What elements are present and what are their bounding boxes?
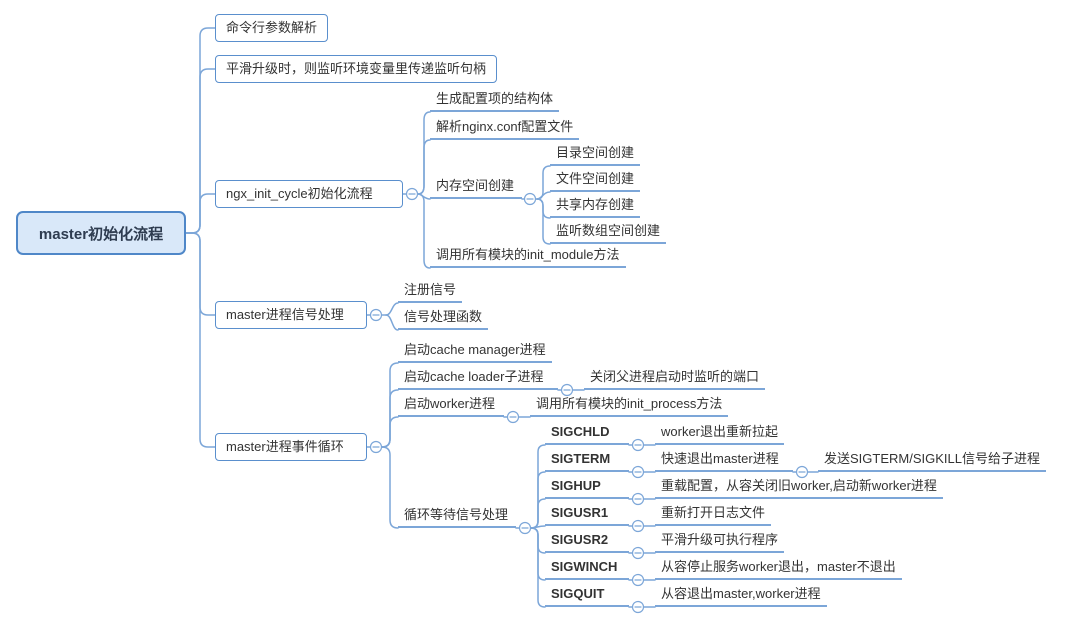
collapse-toggle-icon[interactable] [523, 192, 537, 206]
node-init-module[interactable]: 调用所有模块的init_module方法 [430, 246, 626, 268]
node-sighup-action[interactable]: 重载配置，从容关闭旧worker,启动新worker进程 [655, 477, 943, 499]
node-master-event-loop[interactable]: master进程事件循环 [215, 433, 367, 461]
node-sigchld[interactable]: SIGCHLD [545, 423, 629, 445]
collapse-toggle-icon[interactable] [631, 519, 645, 533]
node-sigquit-action[interactable]: 从容退出master,worker进程 [655, 585, 827, 607]
collapse-toggle-icon[interactable] [631, 492, 645, 506]
node-master-signal[interactable]: master进程信号处理 [215, 301, 367, 329]
node-close-parent-port[interactable]: 关闭父进程启动时监听的端口 [584, 368, 766, 390]
node-sigchld-action[interactable]: worker退出重新拉起 [655, 423, 785, 445]
node-sigterm-detail[interactable]: 发送SIGTERM/SIGKILL信号给子进程 [818, 450, 1046, 472]
root-node-master-init[interactable]: master初始化流程 [16, 211, 186, 255]
collapse-toggle-icon[interactable] [631, 546, 645, 560]
collapse-toggle-icon[interactable] [506, 410, 520, 424]
node-sigquit[interactable]: SIGQUIT [545, 585, 629, 607]
node-gen-conf-struct[interactable]: 生成配置项的结构体 [430, 90, 560, 112]
node-register-signal[interactable]: 注册信号 [398, 281, 463, 303]
node-smooth-upgrade[interactable]: 平滑升级时，则监听环境变量里传递监听句柄 [215, 55, 498, 83]
node-start-worker[interactable]: 启动worker进程 [398, 395, 504, 417]
node-wait-signal-loop[interactable]: 循环等待信号处理 [398, 506, 516, 528]
node-sigusr2[interactable]: SIGUSR2 [545, 531, 629, 553]
node-sigusr1-action[interactable]: 重新打开日志文件 [655, 504, 772, 526]
node-memory-create[interactable]: 内存空间创建 [430, 177, 522, 199]
node-signal-handler[interactable]: 信号处理函数 [398, 308, 489, 330]
collapse-toggle-icon[interactable] [631, 465, 645, 479]
node-sigwinch-action[interactable]: 从容停止服务worker退出，master不退出 [655, 558, 902, 580]
collapse-toggle-icon[interactable] [631, 600, 645, 614]
connector-lines [185, 27, 819, 608]
node-ngx-init-cycle[interactable]: ngx_init_cycle初始化流程 [215, 180, 403, 208]
node-init-process[interactable]: 调用所有模块的init_process方法 [530, 395, 729, 417]
node-shared-mem[interactable]: 共享内存创建 [550, 196, 641, 218]
collapse-toggle-icon[interactable] [631, 438, 645, 452]
node-sighup[interactable]: SIGHUP [545, 477, 629, 499]
node-cmdline-parse[interactable]: 命令行参数解析 [215, 14, 329, 42]
collapse-toggle-icon[interactable] [369, 440, 383, 454]
node-listen-array[interactable]: 监听数组空间创建 [550, 222, 667, 244]
collapse-toggle-icon[interactable] [631, 573, 645, 587]
node-sigusr1[interactable]: SIGUSR1 [545, 504, 629, 526]
collapse-toggle-icon[interactable] [795, 465, 809, 479]
node-sigusr2-action[interactable]: 平滑升级可执行程序 [655, 531, 785, 553]
node-sigterm-action[interactable]: 快速退出master进程 [655, 450, 793, 472]
node-cache-loader[interactable]: 启动cache loader子进程 [398, 368, 558, 390]
collapse-toggle-icon[interactable] [560, 383, 574, 397]
node-sigterm[interactable]: SIGTERM [545, 450, 629, 472]
node-sigwinch[interactable]: SIGWINCH [545, 558, 629, 580]
collapse-toggle-icon[interactable] [518, 521, 532, 535]
node-dir-space[interactable]: 目录空间创建 [550, 144, 641, 166]
node-cache-manager[interactable]: 启动cache manager进程 [398, 341, 552, 363]
node-parse-nginx-conf[interactable]: 解析nginx.conf配置文件 [430, 118, 580, 140]
collapse-toggle-icon[interactable] [405, 187, 419, 201]
node-file-space[interactable]: 文件空间创建 [550, 170, 641, 192]
collapse-toggle-icon[interactable] [369, 308, 383, 322]
